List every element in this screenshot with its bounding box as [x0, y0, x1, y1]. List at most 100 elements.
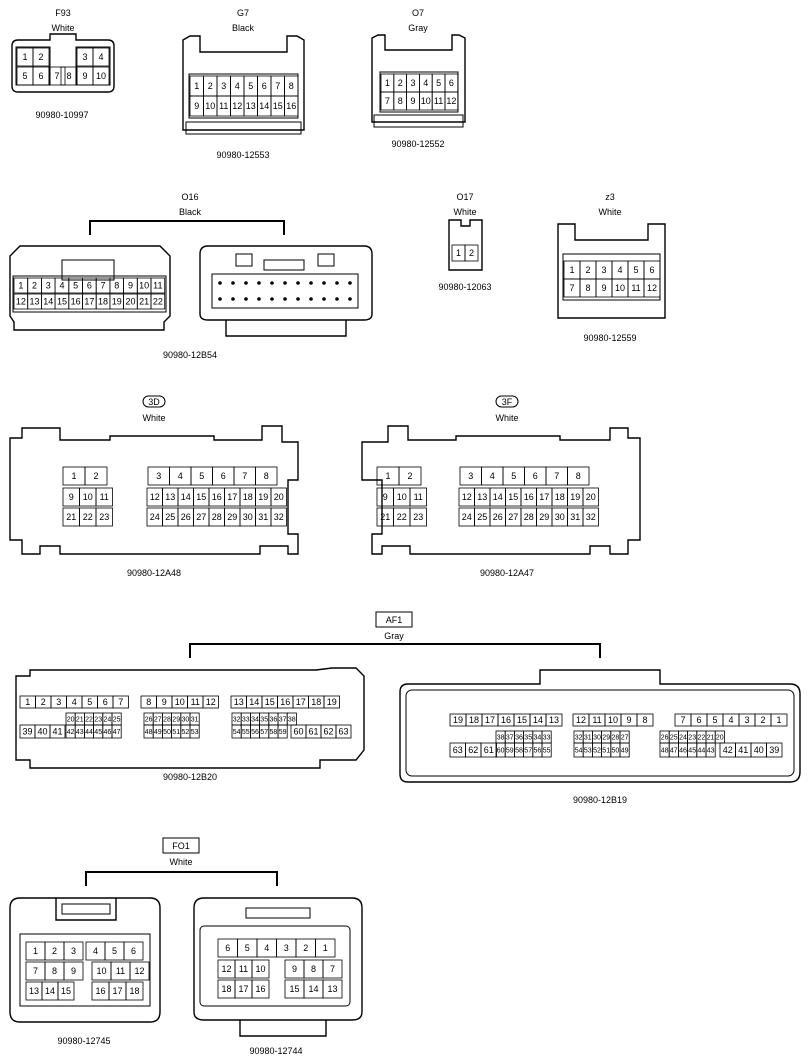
af1-female-pin-label: 29 — [602, 735, 610, 742]
3d-pin-label: 29 — [227, 512, 237, 522]
3d-id-badge — [142, 395, 166, 408]
o16-part-number: 90980-12B54 — [163, 350, 217, 360]
3f-pin-label: 12 — [462, 492, 472, 502]
3f-pin-label: 32 — [586, 512, 596, 522]
fo1-male-pin-cell — [129, 961, 150, 981]
3d-pin-label: 15 — [196, 492, 206, 502]
3d-pin-label: 5 — [199, 471, 204, 481]
af1-male-pin-label: 58 — [270, 729, 278, 736]
fo1-male-pin-label: 3 — [71, 946, 76, 956]
af1-female-inner — [405, 689, 795, 777]
o16-pin-label: 4 — [59, 281, 64, 291]
z3-pin-label: 6 — [649, 265, 654, 275]
fo1-male-pin-label: 10 — [96, 966, 106, 976]
fo1-male-pin-label: 12 — [134, 966, 144, 976]
af1-male-pin-label: 60 — [293, 727, 303, 737]
fo1-male-pin-label: 6 — [131, 946, 136, 956]
f93-id: F93 — [55, 8, 71, 18]
af1-male-pin-label: 25 — [113, 717, 121, 724]
g7-color: Black — [232, 23, 255, 33]
af1-male-pin-label: 47 — [113, 729, 121, 736]
fo1-female-pin-label: 7 — [330, 964, 335, 974]
fo1-male-pin-cell — [123, 941, 144, 961]
af1-male-pin-label: 1 — [25, 697, 30, 707]
af1-male-pin-label: 17 — [296, 697, 306, 707]
z3-pin-label: 5 — [633, 265, 638, 275]
af1-female-part-number: 90980-12B19 — [573, 795, 627, 805]
o7-pin-label: 3 — [410, 78, 415, 88]
o16-female-lock — [263, 259, 305, 271]
3f-pin-label: 24 — [462, 512, 472, 522]
3d-pin-label: 7 — [242, 471, 247, 481]
af1-female-pin-label: 6 — [696, 715, 701, 725]
g7-pin-label: 5 — [248, 81, 253, 91]
o17-pin-label: 1 — [456, 248, 461, 258]
g7-pin-cell — [284, 95, 299, 117]
f93-pin-label: 7 — [54, 71, 59, 81]
fo1-female-pin-label: 9 — [292, 964, 297, 974]
z3-part-number: 90980-12559 — [583, 333, 636, 343]
3d-pin-label: 14 — [181, 492, 191, 502]
af1-female-pin-label: 31 — [584, 735, 592, 742]
fo1-bracket — [85, 871, 278, 886]
o16-pin-label: 15 — [57, 297, 67, 307]
z3-id: z3 — [605, 192, 615, 202]
af1-male-pin-cell — [277, 724, 288, 739]
g7-latch — [185, 121, 302, 135]
f93-color: White — [51, 23, 74, 33]
af1-male-pin-cell — [49, 724, 66, 739]
af1-female-pin-cell — [770, 713, 788, 727]
o16-female-face — [211, 273, 359, 309]
3f-pin-label: 25 — [477, 512, 487, 522]
3d-pin-label: 10 — [83, 492, 93, 502]
fo1-female-pin-label: 15 — [289, 984, 299, 994]
fo1-male-lock-slot — [61, 903, 111, 915]
3d-pin-label: 21 — [66, 512, 76, 522]
o16-female-socket — [244, 297, 248, 301]
af1-male-pin-label: 55 — [242, 729, 250, 736]
af1-male-pin-label: 19 — [327, 697, 337, 707]
3f-pin-label: 3 — [468, 471, 473, 481]
o17-color: White — [453, 207, 476, 217]
fo1-id-box — [162, 837, 200, 854]
fo1-male-pin-cell — [57, 981, 75, 1001]
3d-pin-label: 17 — [227, 492, 237, 502]
fo1-female-housing — [193, 897, 363, 1021]
3f-pin-label: 5 — [511, 471, 516, 481]
z3-pin-label: 3 — [601, 265, 606, 275]
g7-pin-label: 4 — [235, 81, 240, 91]
z3-pin-label: 7 — [569, 283, 574, 293]
3d-pin-label: 26 — [181, 512, 191, 522]
af1-female-pin-label: 40 — [754, 745, 764, 755]
af1-male-pin-label: 15 — [265, 697, 275, 707]
3f-pin-cell — [409, 487, 427, 507]
3f-pin-label: 31 — [570, 512, 580, 522]
af1-male-part-number: 90980-12B20 — [163, 772, 217, 782]
af1-male-pin-label: 24 — [104, 717, 112, 724]
3f-pin-label: 16 — [524, 492, 534, 502]
af1-female-pin-label: 49 — [621, 748, 629, 755]
af1-female-pin-label: 53 — [584, 748, 592, 755]
g7-pin-label: 2 — [208, 81, 213, 91]
3d-pin-label: 11 — [100, 492, 109, 502]
af1-female-pin-label: 24 — [679, 735, 687, 742]
af1-female-pin-cell — [545, 713, 563, 727]
3d-pin-label: 18 — [243, 492, 253, 502]
o16-female-socket — [283, 297, 287, 301]
3d-pin-label: 1 — [71, 471, 76, 481]
af1-male-pin-label: 56 — [251, 729, 259, 736]
af1-male-pin-label: 52 — [182, 729, 190, 736]
3f-pin-label: 1 — [385, 471, 390, 481]
3d-pin-cell — [270, 487, 287, 507]
g7-pin-label: 13 — [246, 101, 256, 111]
af1-male-pin-label: 61 — [308, 727, 318, 737]
f93-pin-label: 1 — [22, 52, 27, 62]
af1-male-pin-label: 9 — [162, 697, 167, 707]
af1-female-pin-cell — [766, 742, 783, 758]
3d-pin-cell — [84, 466, 108, 486]
af1-female-pin-label: 1 — [776, 715, 781, 725]
